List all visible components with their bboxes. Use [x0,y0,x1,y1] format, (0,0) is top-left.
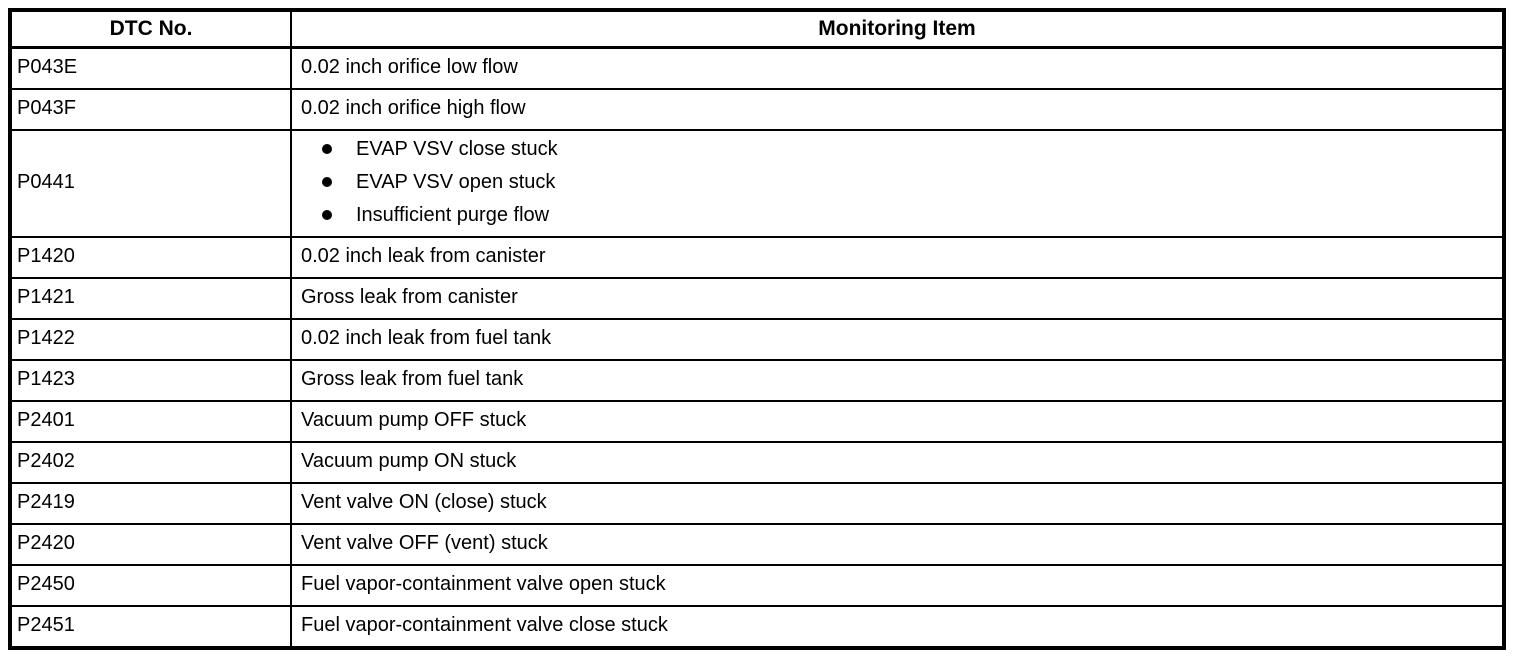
monitoring-item-cell: 0.02 inch leak from fuel tank [290,317,1505,361]
monitoring-item-text: Vent valve OFF (vent) stuck [301,531,548,554]
table-row: P1420 0.02 inch leak from canister [9,235,1505,279]
monitoring-item-line: EVAP VSV open stuck [301,166,1494,199]
monitoring-item-text: 0.02 inch orifice high flow [301,96,526,119]
bullet-icon [322,210,332,220]
dtc-monitoring-table: DTC No. Monitoring Item P043E 0.02 inch … [8,8,1506,650]
monitoring-item-text: Vacuum pump ON stuck [301,449,517,472]
monitoring-item-line: Vent valve OFF (vent) stuck [301,527,1494,560]
monitoring-item-cell: Vacuum pump OFF stuck [290,399,1505,443]
bullet-icon [322,177,332,187]
monitoring-item-cell: Gross leak from canister [290,276,1505,320]
monitoring-item-line: Gross leak from fuel tank [301,363,1494,396]
dtc-code: P2402 [9,440,292,484]
monitoring-item-cell: Vent valve ON (close) stuck [290,481,1505,525]
dtc-code: P043E [9,46,292,90]
dtc-code: P1422 [9,317,292,361]
monitoring-item-line: Vent valve ON (close) stuck [301,486,1494,519]
monitoring-item-cell: 0.02 inch orifice high flow [290,88,1505,131]
monitoring-item-text: EVAP VSV close stuck [356,137,558,160]
monitoring-item-cell: Fuel vapor-containment valve close stuck [290,604,1505,649]
monitoring-item-text: Vent valve ON (close) stuck [301,490,547,513]
monitoring-item-text: Insufficient purge flow [356,203,550,226]
table-row: P043F 0.02 inch orifice high flow [9,88,1505,131]
monitoring-item-line: Gross leak from canister [301,281,1494,314]
monitoring-item-line: 0.02 inch leak from canister [301,240,1494,273]
monitoring-item-text: Fuel vapor-containment valve close stuck [301,613,668,636]
monitoring-item-text: Gross leak from fuel tank [301,367,524,390]
table-row: P2420 Vent valve OFF (vent) stuck [9,522,1505,566]
dtc-code: P2419 [9,481,292,525]
header-row: DTC No. Monitoring Item [9,9,1505,49]
monitoring-item-cell: Vacuum pump ON stuck [290,440,1505,484]
monitoring-item-line: Vacuum pump OFF stuck [301,404,1494,437]
monitoring-item-line: Fuel vapor-containment valve close stuck [301,609,1494,642]
monitoring-item-cell: 0.02 inch orifice low flow [290,46,1505,90]
dtc-code: P1420 [9,235,292,279]
monitoring-item-line: Insufficient purge flow [301,199,1494,232]
table-row: P2450 Fuel vapor-containment valve open … [9,563,1505,607]
table-row: P1421 Gross leak from canister [9,276,1505,320]
monitoring-item-text: Gross leak from canister [301,285,518,308]
monitoring-item-text: 0.02 inch leak from canister [301,244,546,267]
monitoring-item-line: 0.02 inch leak from fuel tank [301,322,1494,355]
column-header-monitoring-item: Monitoring Item [290,9,1505,49]
table-row: P2419 Vent valve ON (close) stuck [9,481,1505,525]
monitoring-item-text: 0.02 inch orifice low flow [301,55,518,78]
monitoring-item-text: Vacuum pump OFF stuck [301,408,527,431]
dtc-code: P2401 [9,399,292,443]
monitoring-item-line: 0.02 inch orifice high flow [301,92,1494,125]
table-row: P1422 0.02 inch leak from fuel tank [9,317,1505,361]
monitoring-item-text: 0.02 inch leak from fuel tank [301,326,552,349]
column-header-dtc-no: DTC No. [9,9,292,49]
dtc-code: P1423 [9,358,292,402]
dtc-code: P1421 [9,276,292,320]
table-row: P2402 Vacuum pump ON stuck [9,440,1505,484]
table-row: P043E 0.02 inch orifice low flow [9,46,1505,90]
table-row: P2401 Vacuum pump OFF stuck [9,399,1505,443]
table-row: P1423 Gross leak from fuel tank [9,358,1505,402]
dtc-code: P2451 [9,604,292,649]
monitoring-item-cell: Vent valve OFF (vent) stuck [290,522,1505,566]
monitoring-item-line: Vacuum pump ON stuck [301,445,1494,478]
table-body: P043E 0.02 inch orifice low flow P043F 0… [9,46,1505,649]
table-header: DTC No. Monitoring Item [9,9,1505,49]
monitoring-item-line: EVAP VSV close stuck [301,133,1494,166]
dtc-code: P043F [9,88,292,131]
monitoring-item-cell: 0.02 inch leak from canister [290,235,1505,279]
dtc-code: P2450 [9,563,292,607]
dtc-code: P0441 [9,128,292,238]
monitoring-item-text: Fuel vapor-containment valve open stuck [301,572,666,595]
table-row: P2451 Fuel vapor-containment valve close… [9,604,1505,649]
bullet-icon [322,144,332,154]
monitoring-item-line: Fuel vapor-containment valve open stuck [301,568,1494,601]
monitoring-item-cell: Fuel vapor-containment valve open stuck [290,563,1505,607]
monitoring-item-text: EVAP VSV open stuck [356,170,556,193]
monitoring-item-line: 0.02 inch orifice low flow [301,51,1494,84]
dtc-code: P2420 [9,522,292,566]
monitoring-item-cell: Gross leak from fuel tank [290,358,1505,402]
